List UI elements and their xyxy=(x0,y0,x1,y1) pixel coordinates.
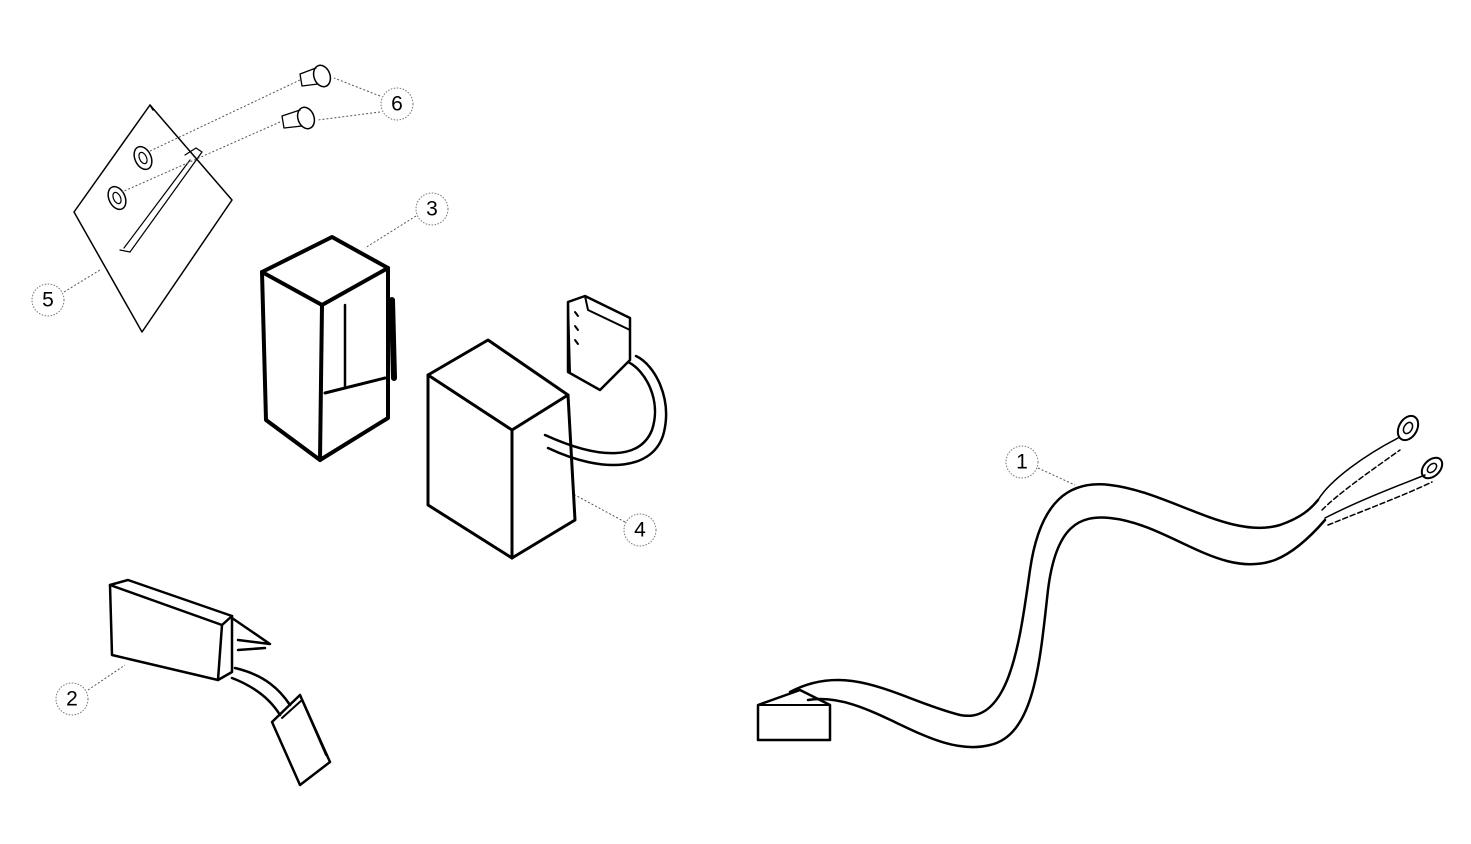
svg-text:1: 1 xyxy=(1016,451,1028,474)
callout-2: 2 xyxy=(55,682,89,716)
part-4-relay-module xyxy=(426,294,668,560)
svg-text:5: 5 xyxy=(42,289,54,312)
part-6-screws xyxy=(121,64,332,193)
part-1-wiring-harness xyxy=(756,414,1444,749)
leader-6a xyxy=(333,77,381,97)
part-2-module-connector xyxy=(108,578,332,787)
svg-text:2: 2 xyxy=(66,688,78,711)
part-3-housing-sleeve xyxy=(260,235,397,462)
leader-3 xyxy=(364,215,417,249)
svg-text:6: 6 xyxy=(391,93,403,116)
part-5-mounting-plate xyxy=(73,104,233,333)
svg-text:3: 3 xyxy=(426,198,438,221)
svg-text:4: 4 xyxy=(634,519,646,542)
leader-1 xyxy=(1037,467,1076,486)
leader-5 xyxy=(63,269,101,293)
leader-6b xyxy=(317,111,381,121)
callout-6: 6 xyxy=(380,87,414,121)
callout-3: 3 xyxy=(415,192,449,226)
callout-4: 4 xyxy=(623,513,657,547)
leader-2 xyxy=(87,664,126,691)
callout-5: 5 xyxy=(31,283,65,317)
callout-1: 1 xyxy=(1005,445,1039,479)
leader-4 xyxy=(574,494,626,523)
